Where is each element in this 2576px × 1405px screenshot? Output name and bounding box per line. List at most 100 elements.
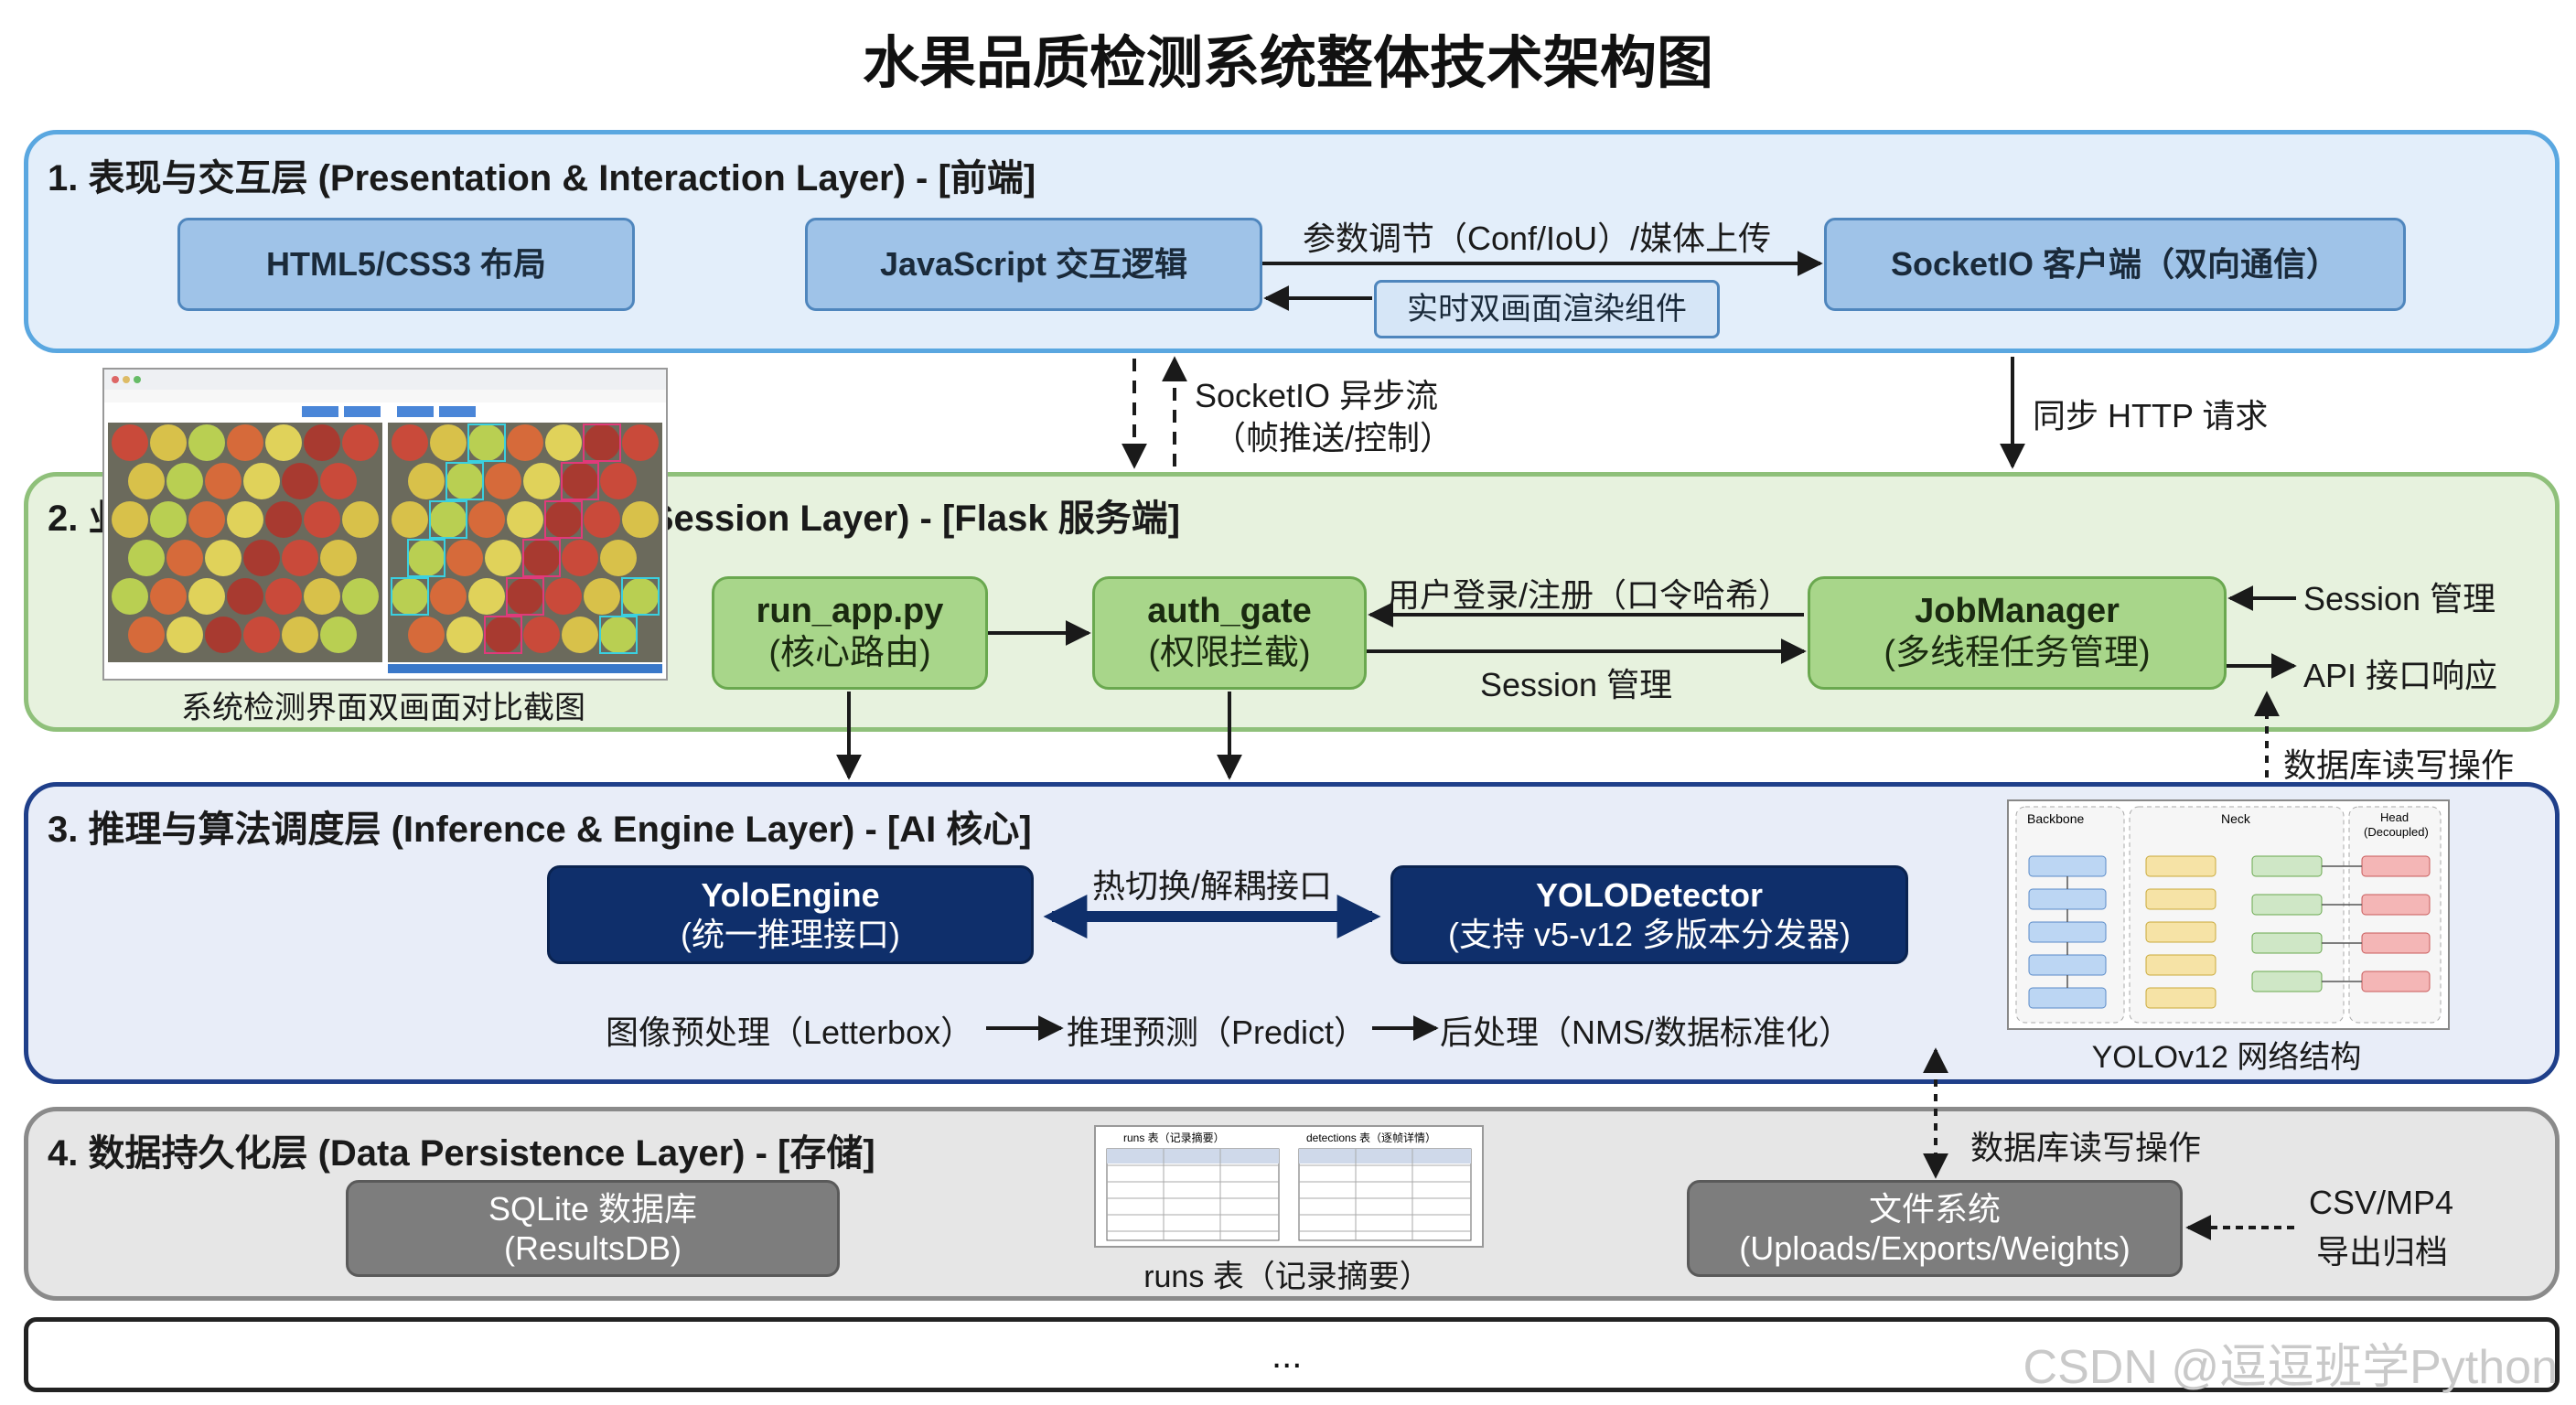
api-response-label: API 接口响应 [2303, 657, 2498, 694]
apple-shape [446, 617, 483, 653]
apple-shape [600, 540, 637, 576]
javascript-label: JavaScript 交互逻辑 [879, 245, 1188, 284]
apple-shape [320, 617, 357, 653]
detection-box [484, 616, 522, 654]
apple-shape [545, 578, 582, 615]
yolo-engine-sublabel: (统一推理接口) [681, 916, 900, 953]
http-request-label: 同步 HTTP 请求 [2033, 397, 2269, 434]
apple-shape [468, 501, 505, 538]
apple-shape [188, 424, 225, 461]
html5-box: HTML5/CSS3 布局 [177, 218, 635, 311]
apple-shape [342, 424, 379, 461]
net-head-sublabel: (Decoupled) [2364, 825, 2429, 839]
apple-shape [112, 501, 148, 538]
apple-shape [584, 578, 620, 615]
layer4-title: 4. 数据持久化层 (Data Persistence Layer) - [存储… [48, 1133, 875, 1174]
apple-shape [392, 501, 428, 538]
apple-shape [408, 540, 445, 576]
apple-shape [468, 578, 505, 615]
apple-shape [562, 540, 598, 576]
table-frame [1298, 1148, 1472, 1241]
socketio-client-box: SocketIO 客户端（双向通信） [1824, 218, 2406, 311]
session-label: Session 管理 [1480, 666, 1673, 703]
apple-shape [622, 578, 659, 615]
apple-shape [188, 578, 225, 615]
net-neck-label: Neck [2221, 811, 2251, 826]
file-system-label: 文件系统 [1868, 1189, 2001, 1228]
jobmanager-box: JobManager (多线程任务管理) [1808, 576, 2227, 690]
apple-shape [320, 463, 357, 499]
socketio-stream-sublabel: （帧推送/控制） [1213, 419, 1454, 456]
apple-shape [468, 424, 505, 461]
yolo-detector-box: YOLODetector (支持 v5-v12 多版本分发器) [1390, 865, 1908, 964]
pipeline-step-postprocess: 后处理（NMS/数据标准化） [1440, 1014, 1852, 1051]
apple-shape [304, 501, 340, 538]
apple-shape [507, 424, 543, 461]
net-backbone-label: Backbone [2027, 811, 2084, 826]
detection-box [467, 424, 506, 462]
ellipsis: ... [1272, 1335, 1303, 1376]
render-component-box: 实时双画面渲染组件 [1374, 280, 1720, 338]
pipeline-step-preprocess: 图像预处理（Letterbox） [606, 1014, 974, 1051]
apple-shape [584, 501, 620, 538]
sqlite-sublabel: (ResultsDB) [503, 1229, 682, 1267]
layer-placeholder [24, 1317, 2560, 1392]
apple-shape [243, 463, 280, 499]
apple-shape [600, 617, 637, 653]
apple-shape [227, 424, 263, 461]
apple-shape [342, 578, 379, 615]
run-app-box: run_app.py (核心路由) [712, 576, 988, 690]
detection-box [445, 462, 484, 500]
table-header [1107, 1149, 1279, 1164]
apple-shape [112, 578, 148, 615]
run-app-label: run_app.py [756, 592, 944, 631]
detections-table-title: detections 表（逐帧详情） [1306, 1131, 1436, 1144]
sqlite-label: SQLite 数据库 [488, 1189, 698, 1228]
tables-caption: runs 表（记录摘要） [1143, 1260, 1431, 1294]
apple-shape [562, 617, 598, 653]
detection-box [391, 577, 429, 616]
apple-shape [392, 424, 428, 461]
apple-shape [485, 540, 521, 576]
apple-shape [408, 463, 445, 499]
tables-thumbnail: runs 表（记录摘要） detections 表（逐帧详情） [1094, 1125, 1484, 1248]
db-rw-label-upper: 数据库读写操作 [2283, 746, 2515, 784]
detection-box [429, 500, 467, 539]
run-app-sublabel: (核心路由) [768, 634, 931, 672]
apple-shape [128, 617, 165, 653]
detection-box [544, 500, 583, 539]
apple-shape [243, 540, 280, 576]
table-header [1299, 1149, 1471, 1164]
db-rw-label-lower: 数据库读写操作 [1970, 1129, 2202, 1166]
apple-shape [112, 424, 148, 461]
detection-box [522, 539, 561, 577]
apple-shape [485, 463, 521, 499]
auth-gate-sublabel: (权限拦截) [1148, 634, 1311, 672]
auth-gate-box: auth_gate (权限拦截) [1092, 576, 1367, 690]
apple-shape [128, 540, 165, 576]
neck-block [2145, 888, 2216, 910]
apple-shape [150, 501, 187, 538]
apple-shape [128, 463, 165, 499]
apple-shape [282, 540, 318, 576]
yolov12-network-diagram: Backbone Neck Head (Decoupled) [2007, 799, 2450, 1030]
yolo-engine-box: YoloEngine (统一推理接口) [547, 865, 1034, 964]
apple-shape [265, 424, 302, 461]
apple-shape [342, 501, 379, 538]
table-frame [1106, 1148, 1280, 1241]
apple-shape [622, 424, 659, 461]
apple-shape [188, 501, 225, 538]
render-component-label: 实时双画面渲染组件 [1407, 291, 1687, 327]
apple-shape [485, 617, 521, 653]
export-archive-label: 导出归档 [2316, 1233, 2449, 1271]
apple-shape [446, 463, 483, 499]
session-right-label: Session 管理 [2303, 580, 2496, 617]
apple-shape [304, 578, 340, 615]
detection-box [621, 577, 660, 616]
apple-shape [523, 617, 560, 653]
yolo-detector-sublabel: (支持 v5-v12 多版本分发器) [1447, 916, 1852, 953]
neck-block [2145, 921, 2216, 943]
apple-shape [392, 578, 428, 615]
detection-box [506, 577, 544, 616]
